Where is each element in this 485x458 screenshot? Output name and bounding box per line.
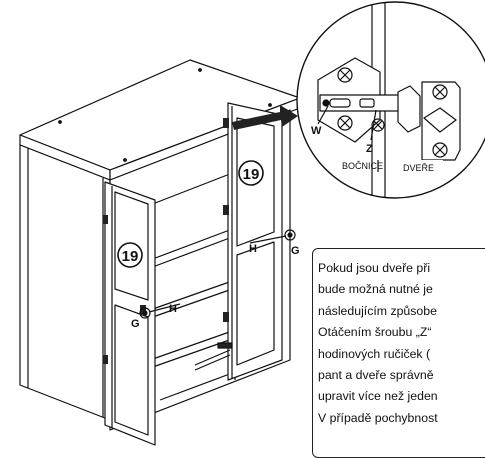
label-h-left: H <box>169 303 177 315</box>
hinges <box>103 118 229 364</box>
screwdriver-right <box>249 229 296 244</box>
note-line: V případě pochybnost <box>318 410 438 425</box>
note-line: bude možná nutné je <box>318 282 433 297</box>
note-line: následujícím způsobe <box>318 303 437 318</box>
callout-arrow <box>232 105 298 130</box>
step-circle-right <box>238 160 264 186</box>
cabinet-left-side <box>19 144 111 421</box>
note-line: hodinových ručiček ( <box>318 346 431 361</box>
label-g-right: G <box>291 245 300 257</box>
cabinet-base <box>194 342 233 371</box>
step-number-right: 19 <box>243 166 260 183</box>
callout-label-z: Z <box>366 143 373 155</box>
callout-label-dvere: DVEŘE <box>403 163 434 173</box>
hinge-callout <box>296 1 485 199</box>
left-door <box>104 181 156 446</box>
label-g-left: G <box>131 318 140 330</box>
note-line: Pokud jsou dveře při <box>318 261 431 275</box>
step-number-left: 19 <box>122 248 139 265</box>
adjustment-note: Pokud jsou dveře při bude možná nutné je… <box>312 248 485 458</box>
note-line: pant a dveře správně <box>318 368 434 383</box>
label-h-right: H <box>249 243 257 255</box>
callout-label-bocnice: BOČNICE <box>342 161 383 171</box>
callout-label-w: W <box>311 125 322 137</box>
note-line: Otáčením šroubu „Z“ <box>318 325 432 340</box>
screwdriver-left <box>139 303 181 319</box>
step-circle-left <box>117 242 143 268</box>
note-line: upravit více než jeden <box>318 389 438 404</box>
